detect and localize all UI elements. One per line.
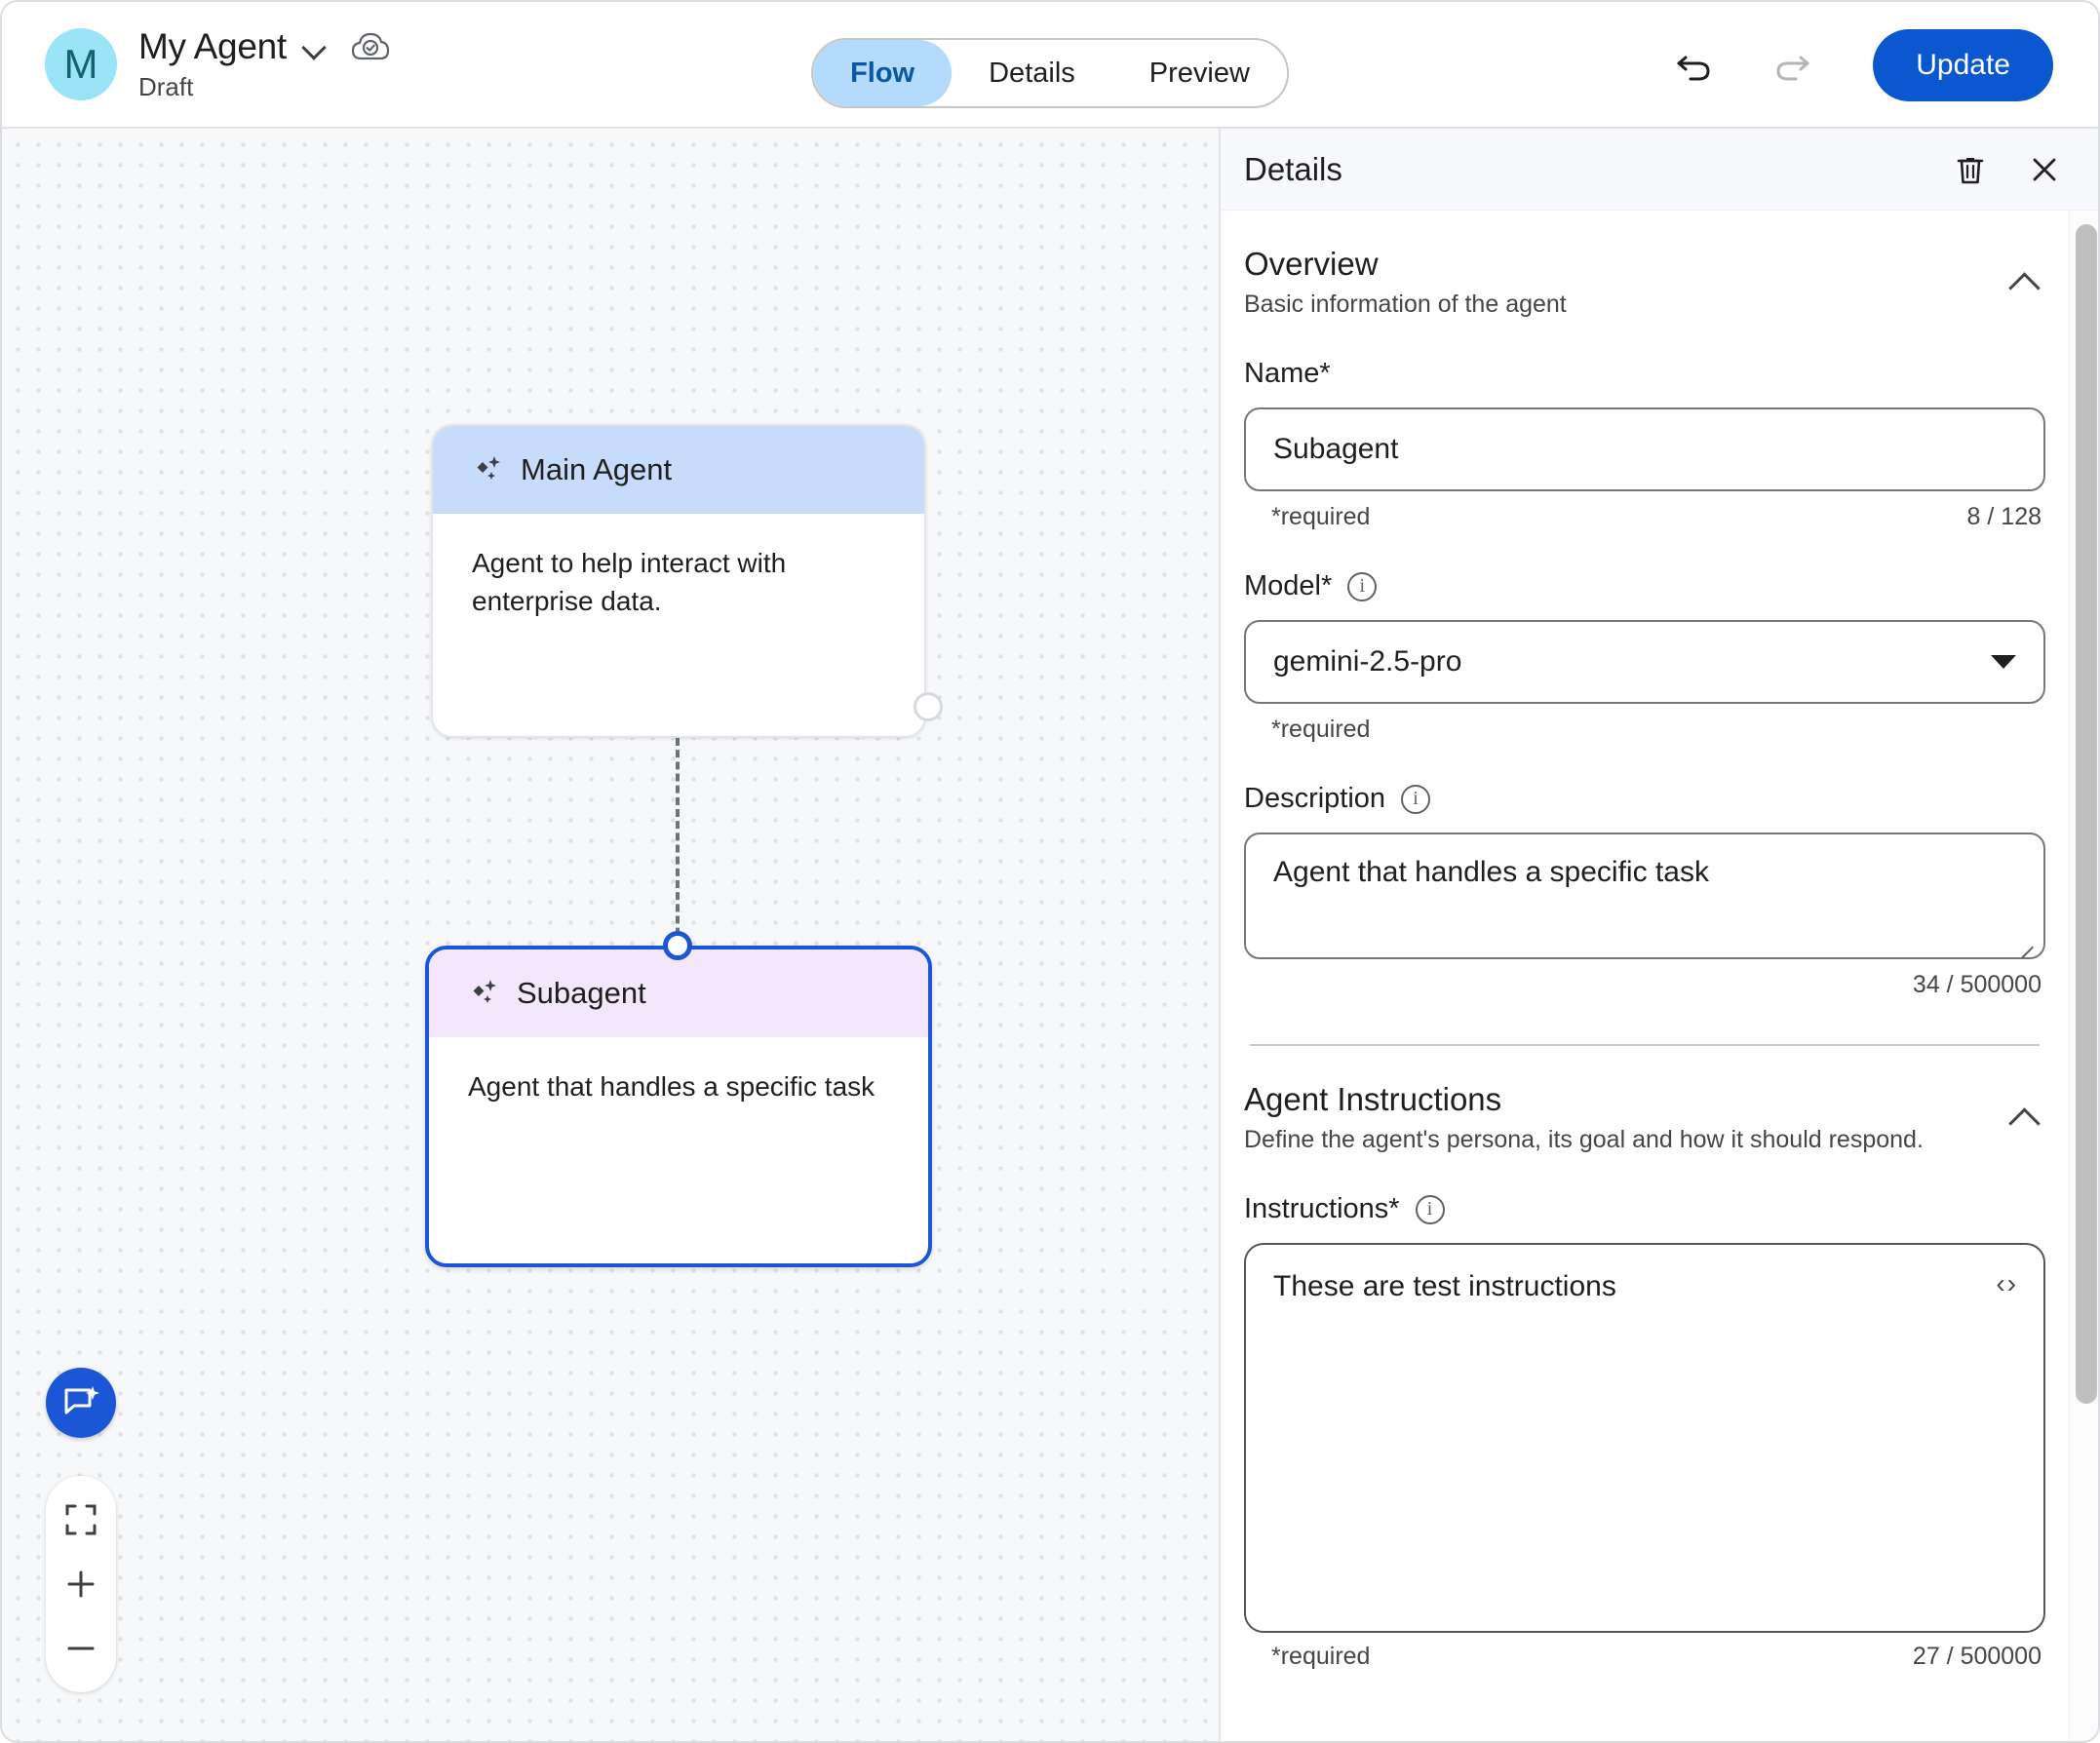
- cloud-saved-icon: [351, 30, 390, 63]
- field-model: Model* i gemini-2.5-pro *required: [1244, 570, 2045, 744]
- node-header: Main Agent: [433, 426, 924, 514]
- instructions-textarea[interactable]: These are test instructions ‹›: [1244, 1243, 2045, 1633]
- node-output-handle[interactable]: [914, 692, 943, 721]
- name-char-count: 8 / 128: [1966, 503, 2042, 530]
- section-agent-instructions-header: Agent Instructions Define the agent's pe…: [1244, 1046, 2045, 1154]
- top-bar-actions: Update: [1658, 2, 2053, 129]
- resize-handle[interactable]: [2018, 932, 2036, 949]
- code-brackets-icon[interactable]: ‹›: [1996, 1268, 2018, 1298]
- fit-screen-icon[interactable]: [54, 1492, 108, 1547]
- node-main-agent[interactable]: Main Agent Agent to help interact with e…: [431, 424, 926, 738]
- view-tabs: Flow Details Preview: [811, 38, 1289, 108]
- tab-preview[interactable]: Preview: [1148, 57, 1250, 89]
- details-panel-title: Details: [1244, 150, 1342, 187]
- zoom-in-button[interactable]: [54, 1557, 108, 1611]
- name-input[interactable]: Subagent: [1244, 407, 2045, 491]
- instructions-value: These are test instructions: [1273, 1270, 1616, 1302]
- redo-icon[interactable]: [1756, 29, 1828, 101]
- trash-icon[interactable]: [1942, 141, 1999, 198]
- status-badge: Draft: [138, 72, 194, 101]
- description-textarea[interactable]: Agent that handles a specific task: [1244, 833, 2045, 959]
- sparkle-icon: [472, 452, 503, 488]
- name-required-hint: *required: [1271, 503, 1371, 530]
- name-helper-row: *required 8 / 128: [1244, 503, 2045, 531]
- node-description: Agent to help interact with enterprise d…: [472, 548, 787, 616]
- chevron-up-icon[interactable]: [2004, 1097, 2045, 1138]
- field-description: Description i Agent that handles a speci…: [1244, 783, 2045, 999]
- description-helper-row: 34 / 500000: [1244, 971, 2045, 999]
- field-label: Model*: [1244, 570, 1333, 601]
- model-helper-row: *required: [1244, 716, 2045, 744]
- instructions-required-hint: *required: [1271, 1643, 1371, 1670]
- tab-details[interactable]: Details: [989, 57, 1075, 89]
- section-divider: [1250, 1044, 2040, 1046]
- node-description: Agent that handles a specific task: [468, 1071, 875, 1102]
- chat-sparkle-fab[interactable]: [46, 1368, 116, 1438]
- undo-icon[interactable]: [1658, 29, 1731, 101]
- info-icon[interactable]: i: [1347, 571, 1378, 601]
- model-select[interactable]: gemini-2.5-pro: [1244, 620, 2045, 704]
- details-panel-header: Details: [1221, 129, 2098, 211]
- zoom-out-button[interactable]: [54, 1621, 108, 1676]
- chevron-up-icon[interactable]: [2004, 261, 2045, 302]
- info-icon[interactable]: i: [1415, 1194, 1445, 1224]
- field-name: Name* Subagent *required 8 / 128: [1244, 358, 2045, 531]
- node-title: Subagent: [517, 976, 646, 1010]
- description-char-count: 34 / 500000: [1912, 971, 2042, 998]
- node-title: Main Agent: [521, 452, 673, 486]
- node-input-handle[interactable]: [663, 931, 692, 960]
- node-body: Agent that handles a specific task: [429, 1037, 928, 1106]
- panel-scrollbar[interactable]: [2069, 211, 2098, 1741]
- details-panel: Details Overview Basic inf: [1219, 129, 2098, 1741]
- edge-main-to-subagent: [676, 738, 680, 959]
- close-icon[interactable]: [2016, 141, 2073, 198]
- caret-down-icon: [1991, 655, 2016, 669]
- flow-canvas[interactable]: Main Agent Agent to help interact with e…: [2, 129, 1219, 1741]
- field-label: Instructions*: [1244, 1193, 1400, 1224]
- chevron-down-icon[interactable]: [302, 34, 328, 59]
- instructions-char-count: 27 / 500000: [1912, 1643, 2042, 1670]
- avatar: M: [45, 28, 117, 100]
- field-label: Name*: [1244, 358, 1331, 389]
- info-icon[interactable]: i: [1401, 784, 1431, 814]
- node-subagent[interactable]: Subagent Agent that handles a specific t…: [425, 946, 932, 1267]
- page-title: My Agent: [138, 26, 287, 66]
- model-select-value: gemini-2.5-pro: [1273, 645, 1462, 678]
- zoom-controls: [46, 1476, 116, 1692]
- agent-brand: M My Agent Draft: [45, 26, 390, 102]
- top-bar: M My Agent Draft Flow D: [2, 2, 2098, 129]
- section-subtitle: Basic information of the agent: [1244, 290, 1567, 318]
- model-required-hint: *required: [1271, 716, 1371, 743]
- section-subtitle: Define the agent's persona, its goal and…: [1244, 1126, 1924, 1153]
- tab-flow[interactable]: Flow: [813, 40, 953, 106]
- sparkle-icon: [468, 976, 499, 1012]
- details-panel-content: Overview Basic information of the agent …: [1221, 211, 2071, 1741]
- instructions-helper-row: *required 27 / 500000: [1244, 1643, 2045, 1671]
- section-title: Agent Instructions: [1244, 1081, 1502, 1117]
- field-label: Description: [1244, 783, 1386, 814]
- panel-scrollbar-thumb[interactable]: [2076, 224, 2097, 1404]
- node-body: Agent to help interact with enterprise d…: [433, 514, 924, 620]
- field-instructions: Instructions* i These are test instructi…: [1244, 1193, 2045, 1671]
- description-value: Agent that handles a specific task: [1273, 856, 1709, 888]
- section-overview-header: Overview Basic information of the agent: [1244, 211, 2045, 319]
- node-header: Subagent: [429, 949, 928, 1037]
- update-button[interactable]: Update: [1873, 29, 2053, 101]
- agent-brand-text: My Agent Draft: [138, 26, 390, 102]
- section-title: Overview: [1244, 246, 1379, 282]
